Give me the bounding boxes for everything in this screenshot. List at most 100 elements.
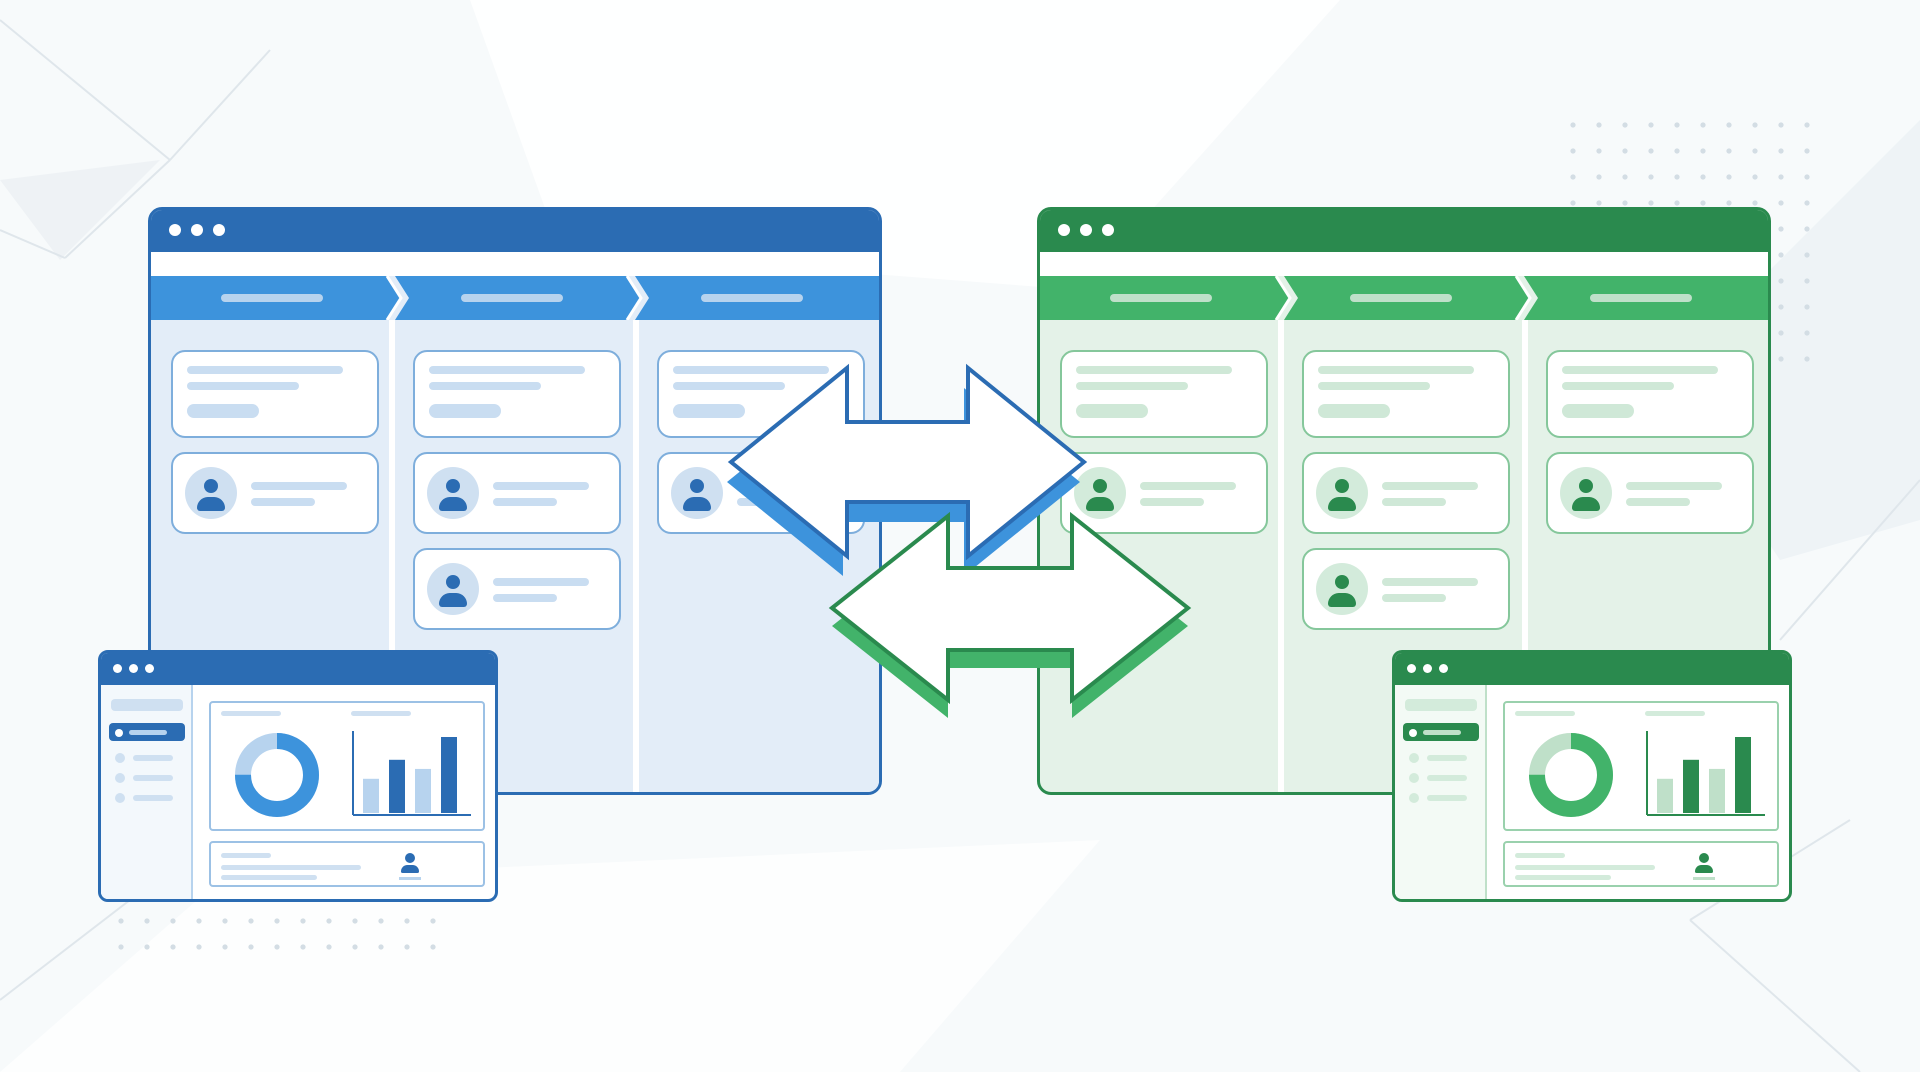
card-title-line bbox=[1562, 366, 1718, 374]
sidebar-item[interactable] bbox=[1409, 793, 1419, 803]
task-card[interactable] bbox=[1546, 350, 1754, 438]
user-card[interactable] bbox=[1060, 452, 1268, 534]
card-title-line bbox=[673, 366, 829, 374]
card-tag bbox=[1562, 404, 1634, 418]
sidebar-item[interactable] bbox=[1427, 775, 1467, 781]
activity-panel[interactable] bbox=[209, 841, 485, 887]
window-titlebar bbox=[1040, 210, 1768, 252]
dashboard-sidebar bbox=[1395, 685, 1487, 899]
user-icon-body bbox=[401, 865, 419, 873]
bar bbox=[441, 737, 457, 813]
card-name-line bbox=[493, 578, 589, 586]
window-control-dot[interactable] bbox=[145, 664, 154, 673]
card-name-line bbox=[1140, 482, 1236, 490]
window-control-dot[interactable] bbox=[1058, 224, 1070, 236]
window-control-dot[interactable] bbox=[213, 224, 225, 236]
window-control-dot[interactable] bbox=[1407, 664, 1416, 673]
card-text-line bbox=[1626, 498, 1690, 506]
sidebar-item[interactable] bbox=[1409, 773, 1419, 783]
user-icon bbox=[405, 853, 415, 863]
stage-label bbox=[1350, 294, 1452, 302]
panel-title-line bbox=[1515, 853, 1565, 858]
card-title-line bbox=[1318, 366, 1474, 374]
card-text-line bbox=[251, 498, 315, 506]
stage-1[interactable] bbox=[151, 276, 395, 320]
bar bbox=[389, 759, 405, 813]
user-avatar-icon bbox=[185, 467, 237, 519]
window-titlebar bbox=[1395, 653, 1789, 685]
card-text-line bbox=[493, 498, 557, 506]
card-text-line bbox=[187, 382, 299, 390]
panel-title-line bbox=[221, 853, 271, 858]
user-icon bbox=[1699, 853, 1709, 863]
green-double-arrow-icon bbox=[828, 511, 1192, 718]
user-avatar-icon bbox=[427, 563, 479, 615]
stage-3[interactable] bbox=[1524, 276, 1768, 320]
user-card[interactable] bbox=[1302, 548, 1510, 630]
donut-chart bbox=[1529, 733, 1613, 817]
sidebar-header bbox=[1405, 699, 1477, 711]
sidebar-item[interactable] bbox=[115, 793, 125, 803]
card-tag bbox=[1076, 404, 1148, 418]
panel-title-line bbox=[1515, 711, 1575, 716]
window-control-dot[interactable] bbox=[1102, 224, 1114, 236]
card-text-line bbox=[429, 382, 541, 390]
panel-text-line bbox=[221, 865, 361, 870]
window-control-dot[interactable] bbox=[129, 664, 138, 673]
stage-label bbox=[461, 294, 563, 302]
user-card[interactable] bbox=[1302, 452, 1510, 534]
user-card[interactable] bbox=[413, 548, 621, 630]
window-control-dot[interactable] bbox=[1439, 664, 1448, 673]
sidebar-item[interactable] bbox=[1409, 753, 1419, 763]
column-divider bbox=[633, 320, 639, 792]
sidebar-item-label bbox=[1423, 730, 1461, 735]
window-control-dot[interactable] bbox=[1423, 664, 1432, 673]
bar bbox=[415, 768, 431, 813]
user-avatar-icon bbox=[1560, 467, 1612, 519]
chart-panel bbox=[209, 701, 485, 831]
card-text-line bbox=[1562, 382, 1674, 390]
window-control-dot[interactable] bbox=[1080, 224, 1092, 236]
bar bbox=[363, 778, 379, 813]
window-control-dot[interactable] bbox=[113, 664, 122, 673]
sidebar-item-label bbox=[129, 730, 167, 735]
stage-3[interactable] bbox=[635, 276, 879, 320]
window-titlebar bbox=[101, 653, 495, 685]
window-control-dot[interactable] bbox=[169, 224, 181, 236]
user-icon-line bbox=[399, 877, 421, 880]
sidebar-item[interactable] bbox=[133, 775, 173, 781]
sidebar-item[interactable] bbox=[1427, 795, 1467, 801]
sidebar-item[interactable] bbox=[133, 755, 173, 761]
user-card[interactable] bbox=[1546, 452, 1754, 534]
sidebar-item[interactable] bbox=[1427, 755, 1467, 761]
stage-2[interactable] bbox=[1284, 276, 1524, 320]
bar bbox=[1709, 768, 1725, 813]
user-card[interactable] bbox=[171, 452, 379, 534]
user-avatar-icon bbox=[1316, 467, 1368, 519]
sidebar-item[interactable] bbox=[133, 795, 173, 801]
sidebar-item[interactable] bbox=[115, 753, 125, 763]
stage-label bbox=[221, 294, 323, 302]
activity-panel[interactable] bbox=[1503, 841, 1779, 887]
user-card[interactable] bbox=[413, 452, 621, 534]
bar-chart bbox=[1646, 731, 1765, 816]
stage-1[interactable] bbox=[1040, 276, 1284, 320]
pipeline-stages bbox=[1040, 276, 1768, 320]
panel-text-line bbox=[221, 875, 317, 880]
card-text-line bbox=[493, 594, 557, 602]
kanban-window-green bbox=[1037, 207, 1771, 795]
card-text-line bbox=[1382, 594, 1446, 602]
card-name-line bbox=[1382, 482, 1478, 490]
task-card[interactable] bbox=[1060, 350, 1268, 438]
chart-panel bbox=[1503, 701, 1779, 831]
card-name-line bbox=[1382, 578, 1478, 586]
card-title-line bbox=[429, 366, 585, 374]
panel-text-line bbox=[1515, 865, 1655, 870]
sidebar-item[interactable] bbox=[115, 773, 125, 783]
task-card[interactable] bbox=[413, 350, 621, 438]
task-card[interactable] bbox=[1302, 350, 1510, 438]
window-control-dot[interactable] bbox=[191, 224, 203, 236]
toolbar-strip bbox=[1040, 252, 1768, 276]
stage-2[interactable] bbox=[395, 276, 635, 320]
task-card[interactable] bbox=[171, 350, 379, 438]
